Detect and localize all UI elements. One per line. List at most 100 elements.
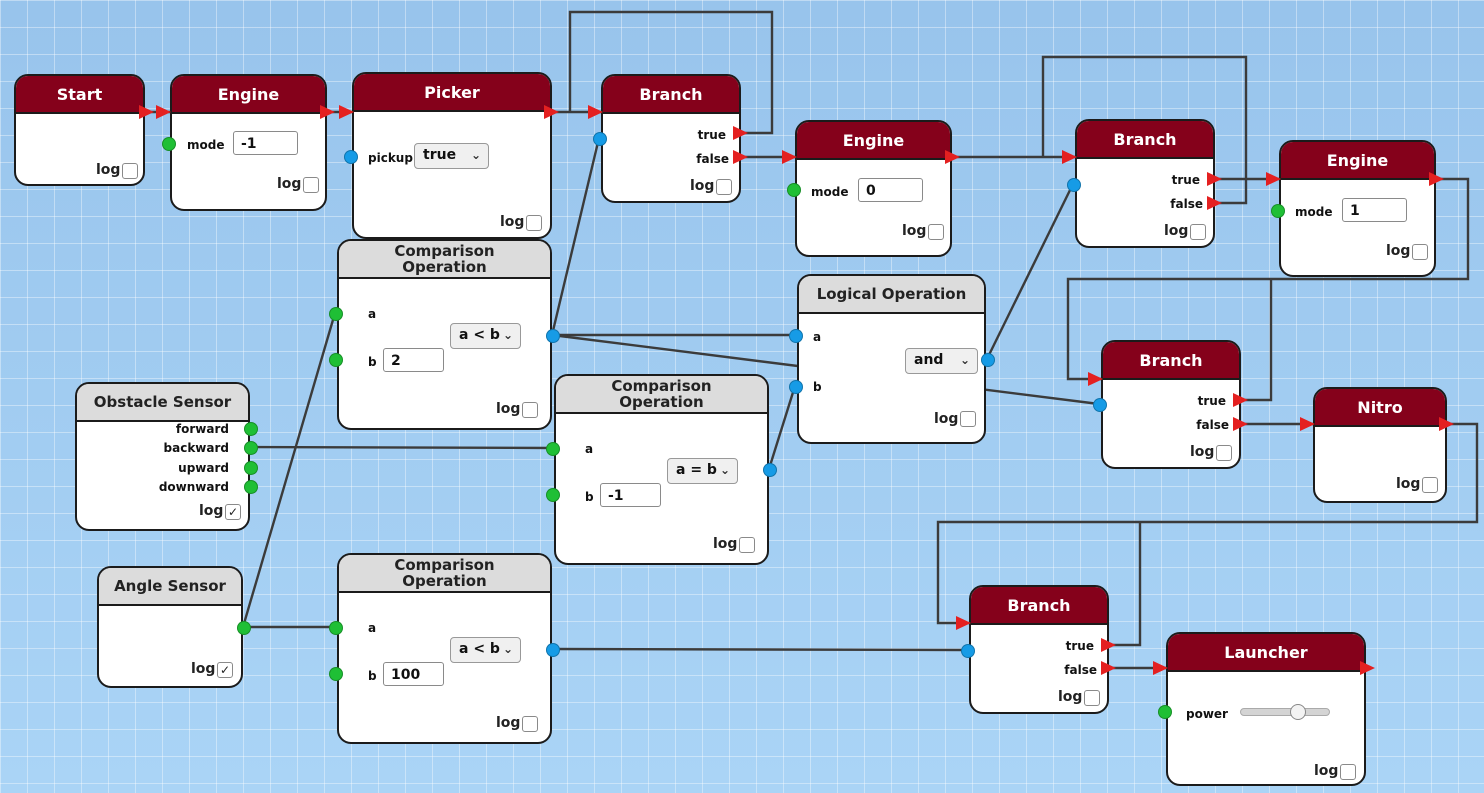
flow-in-arrow[interactable] (1088, 372, 1103, 386)
angle-output-port[interactable] (237, 621, 251, 635)
mode-input[interactable]: 0 (858, 178, 923, 202)
pickup-input-port[interactable] (344, 150, 358, 164)
true-flow-out-arrow[interactable] (733, 126, 748, 140)
downward-output-port[interactable] (244, 480, 258, 494)
true-flow-out-arrow[interactable] (1101, 638, 1116, 652)
log-checkbox[interactable] (526, 215, 542, 231)
false-flow-out-arrow[interactable] (733, 150, 748, 164)
flow-in-arrow[interactable] (588, 105, 603, 119)
result-output-port[interactable] (546, 643, 560, 657)
flow-out-arrow[interactable] (1429, 172, 1444, 186)
true-flow-out-arrow[interactable] (1233, 393, 1248, 407)
mode-input[interactable]: 1 (1342, 198, 1407, 222)
log-checkbox[interactable] (1412, 244, 1428, 260)
engine-node[interactable]: Engine mode 0 log (795, 120, 952, 257)
logical-operation-node[interactable]: Logical Operation a b and⌄ log (797, 274, 986, 444)
wire-obstacle-cmp2 (249, 445, 554, 450)
log-checkbox[interactable] (1216, 445, 1232, 461)
b-input-port[interactable] (329, 667, 343, 681)
log-checkbox[interactable] (1422, 477, 1438, 493)
mode-input-port[interactable] (162, 137, 176, 151)
log-checkbox[interactable] (1190, 224, 1206, 240)
log-checkbox[interactable] (1084, 690, 1100, 706)
log-checkbox[interactable] (522, 402, 538, 418)
angle-sensor-node[interactable]: Angle Sensor log ✓ (97, 566, 243, 688)
condition-input-port[interactable] (1093, 398, 1107, 412)
branch-node[interactable]: Branch true false log (1101, 340, 1241, 469)
flow-out-arrow[interactable] (544, 105, 559, 119)
branch-node[interactable]: Branch true false log (1075, 119, 1215, 248)
branch-node[interactable]: Branch true false log (969, 585, 1109, 714)
flow-in-arrow[interactable] (1266, 172, 1281, 186)
flow-out-arrow[interactable] (1439, 417, 1454, 431)
obstacle-sensor-node[interactable]: Obstacle Sensor forward backward upward … (75, 382, 250, 531)
forward-output-port[interactable] (244, 422, 258, 436)
operator-select[interactable]: a < b⌄ (450, 637, 521, 663)
true-flow-out-arrow[interactable] (1207, 172, 1222, 186)
a-input-port[interactable] (546, 442, 560, 456)
a-input-port[interactable] (329, 621, 343, 635)
result-output-port[interactable] (763, 463, 777, 477)
mode-input-port[interactable] (1271, 204, 1285, 218)
nitro-node[interactable]: Nitro log (1313, 387, 1447, 503)
engine-node[interactable]: Engine mode -1 log (170, 74, 327, 211)
b-input[interactable]: 2 (383, 348, 444, 372)
operator-select[interactable]: a < b⌄ (450, 323, 521, 349)
b-input-port[interactable] (789, 380, 803, 394)
upward-output-port[interactable] (244, 461, 258, 475)
result-output-port[interactable] (546, 329, 560, 343)
pickup-select[interactable]: true⌄ (414, 143, 489, 169)
a-label: a (813, 330, 822, 344)
flow-in-arrow[interactable] (1062, 150, 1077, 164)
flow-out-arrow[interactable] (320, 105, 335, 119)
condition-input-port[interactable] (961, 644, 975, 658)
operator-select[interactable]: a = b⌄ (667, 458, 738, 484)
b-input-port[interactable] (546, 488, 560, 502)
log-checkbox[interactable] (716, 179, 732, 195)
b-input-port[interactable] (329, 353, 343, 367)
launcher-node[interactable]: Launcher power log (1166, 632, 1366, 786)
flow-in-arrow[interactable] (156, 105, 171, 119)
picker-node[interactable]: Picker pickup true⌄ log (352, 72, 552, 239)
result-output-port[interactable] (981, 353, 995, 367)
power-input-port[interactable] (1158, 705, 1172, 719)
mode-input[interactable]: -1 (233, 131, 298, 155)
log-checkbox[interactable] (739, 537, 755, 553)
log-checkbox[interactable] (1340, 764, 1356, 780)
flow-in-arrow[interactable] (339, 105, 354, 119)
a-input-port[interactable] (329, 307, 343, 321)
false-flow-out-arrow[interactable] (1207, 196, 1222, 210)
condition-input-port[interactable] (1067, 178, 1081, 192)
flow-out-arrow[interactable] (945, 150, 960, 164)
log-checkbox[interactable] (522, 716, 538, 732)
flow-in-arrow[interactable] (1300, 417, 1315, 431)
log-checkbox[interactable]: ✓ (217, 662, 233, 678)
log-checkbox[interactable] (960, 411, 976, 427)
flow-in-arrow[interactable] (782, 150, 797, 164)
branch-node[interactable]: Branch true false log (601, 74, 741, 203)
logical-operator-select[interactable]: and⌄ (905, 348, 978, 374)
log-checkbox[interactable] (122, 163, 138, 179)
engine-node[interactable]: Engine mode 1 log (1279, 140, 1436, 277)
flow-in-arrow[interactable] (1153, 661, 1168, 675)
false-flow-out-arrow[interactable] (1233, 417, 1248, 431)
power-slider-thumb[interactable] (1290, 704, 1307, 720)
log-checkbox[interactable]: ✓ (225, 504, 241, 520)
flow-in-arrow[interactable] (956, 616, 971, 630)
start-node[interactable]: Start log (14, 74, 145, 186)
b-input[interactable]: -1 (600, 483, 661, 507)
mode-input-port[interactable] (787, 183, 801, 197)
flow-out-arrow[interactable] (139, 105, 154, 119)
backward-output-port[interactable] (244, 441, 258, 455)
a-input-port[interactable] (789, 329, 803, 343)
false-flow-out-arrow[interactable] (1101, 661, 1116, 675)
power-slider-track[interactable] (1240, 708, 1330, 716)
b-input[interactable]: 100 (383, 662, 444, 686)
log-checkbox[interactable] (303, 177, 319, 193)
condition-input-port[interactable] (593, 132, 607, 146)
flow-out-arrow[interactable] (1360, 661, 1375, 675)
log-checkbox[interactable] (928, 224, 944, 240)
